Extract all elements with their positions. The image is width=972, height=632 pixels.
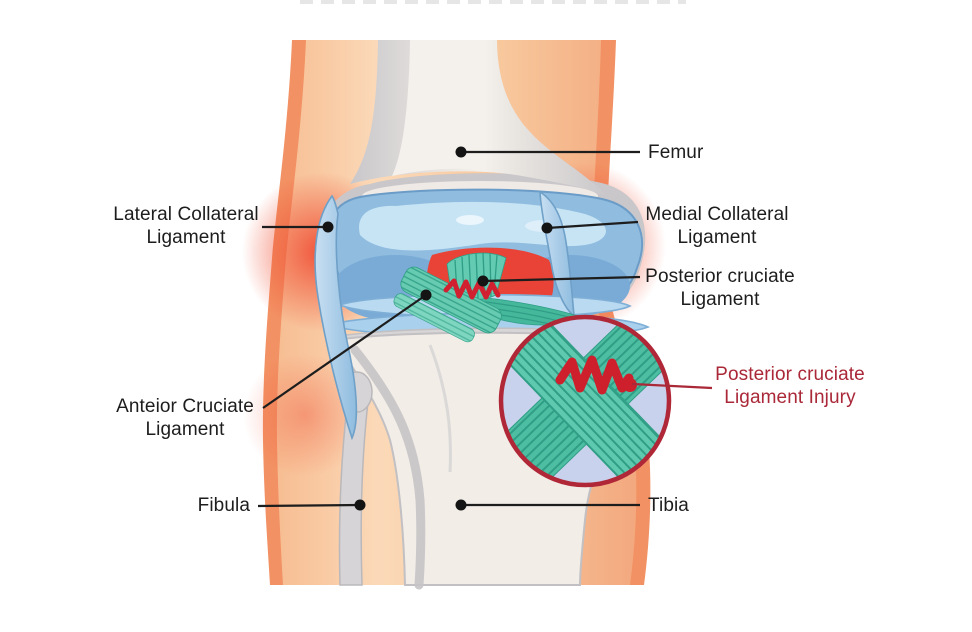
label-anterior-cruciate-ligament: Anteior Cruciate Ligament [116,396,254,440]
inset-tear [555,355,634,395]
label-posterior-cruciate-ligament-injury: Posterior cruciate Ligament Injury [715,364,865,408]
label-fibula: Fibula [197,495,250,516]
label-femur: Femur [648,142,704,163]
dot-lateral-collateral [322,221,334,233]
cropped-title-artifact [300,0,686,4]
dot-posterior-cruciate [477,275,489,287]
label-tibia: Tibia [648,495,689,516]
dot-fibula [354,499,366,511]
label-medial-collateral-ligament: Medial Collateral Ligament [645,204,789,248]
leader-lines [257,150,641,508]
tibia-crest-echo [428,344,452,473]
leader-line-fibula [257,503,361,508]
acl-band [393,266,502,343]
inset-tear-dot [623,378,637,392]
inset-magnifier [498,314,672,488]
pcl-tear [443,278,501,300]
inset-ring [498,314,672,488]
dot-femur [455,146,467,158]
leader-line-medial-collateral [546,220,639,230]
tibia-crest-shading [350,345,426,590]
label-lateral-collateral-ligament: Lateral Collateral Ligament [113,204,259,248]
leader-line-posterior-cruciate [482,275,641,283]
dot-medial-collateral [541,222,553,234]
dot-anterior-cruciate [420,289,432,301]
cruciate-ligaments [393,252,582,343]
dot-tibia [455,499,467,511]
leader-line-anterior-cruciate [262,294,427,409]
femur-shaft-cream [392,40,484,176]
cartilage-gleam-1 [456,215,484,225]
label-posterior-cruciate-ligament: Posterior cruciate Ligament [645,266,795,310]
leader-dots [322,146,553,511]
lateral-collateral-ligament-shape [314,194,358,441]
leader-line-injury [631,382,713,390]
